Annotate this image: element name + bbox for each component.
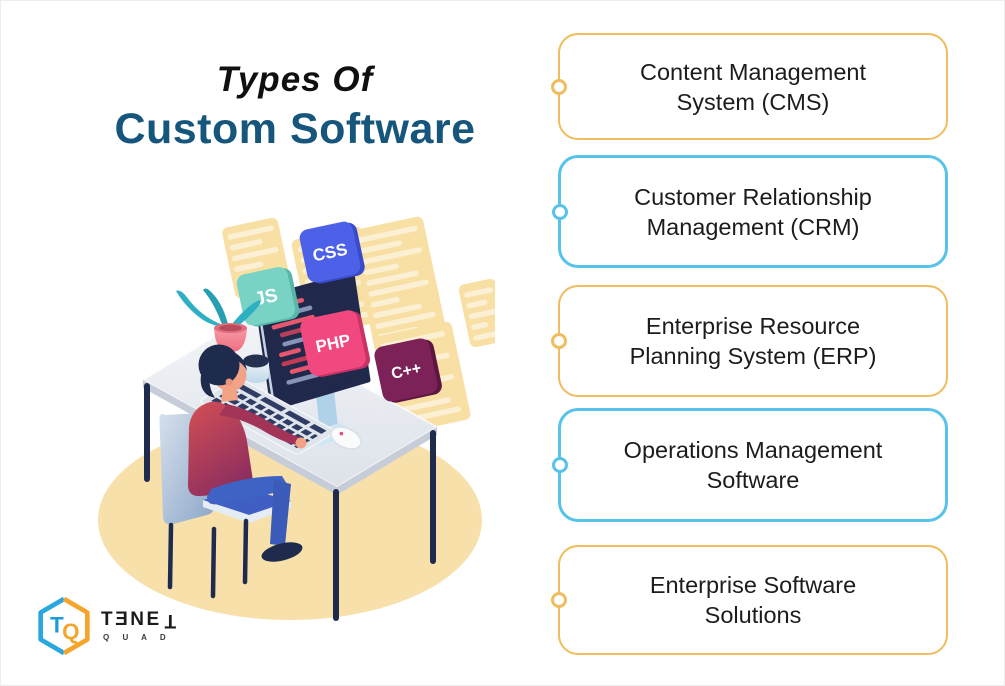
title-line-1: Types Of	[216, 60, 374, 99]
type-label-line: Planning System (ERP)	[629, 343, 877, 369]
badge-cpp-label: C++	[390, 360, 423, 383]
developer	[188, 344, 307, 562]
type-label-line: Solutions	[704, 602, 802, 628]
type-label-line: Operations Management	[623, 437, 883, 463]
tenet-quad-logo: T Q TƎNET Q U A D	[36, 596, 176, 656]
logo-wordmark: TƎNET Q U A D	[101, 609, 176, 643]
software-types-list: Content Management System (CMS) Customer…	[551, 0, 948, 686]
type-label-line: Enterprise Software	[649, 572, 857, 598]
connector-dot	[551, 592, 567, 608]
type-box-operations: Operations Management Software	[552, 408, 948, 522]
logo-hexagon-icon: T Q	[38, 596, 90, 656]
type-box-enterprise: Enterprise Software Solutions	[551, 545, 948, 655]
developer-illustration: JS CSS PHP C++	[98, 216, 495, 621]
title-line-2: Custom Software	[114, 105, 476, 153]
connector-dot	[552, 203, 568, 220]
type-label-line: Enterprise Resource	[645, 313, 861, 339]
plant	[176, 288, 261, 352]
svg-text:Q: Q	[62, 619, 79, 644]
type-label-line: Software	[706, 467, 800, 493]
svg-text:T: T	[50, 613, 64, 638]
badge-cpp: C++	[374, 338, 442, 403]
type-box-erp: Enterprise Resource Planning System (ERP…	[551, 285, 948, 397]
code-card	[458, 278, 495, 348]
badge-php: PHP	[300, 310, 371, 377]
type-label-line: System (CMS)	[676, 88, 830, 115]
type-box-cms: Content Management System (CMS)	[551, 33, 948, 140]
type-label-line: Content Management	[639, 58, 866, 85]
badge-css: CSS	[299, 221, 365, 284]
logo-sub: Q U A D	[103, 633, 172, 642]
connector-dot	[551, 333, 567, 349]
connector-dot	[551, 78, 567, 95]
coffee-mug	[243, 354, 269, 383]
type-label-line: Customer Relationship	[634, 183, 872, 210]
mouse	[330, 426, 362, 450]
page-title: Types Of Custom Software	[80, 60, 510, 154]
type-box-crm: Customer Relationship Management (CRM)	[552, 155, 948, 268]
type-label-line: Management (CRM)	[646, 213, 860, 240]
connector-dot	[552, 457, 568, 473]
logo-brand: TƎNET	[101, 609, 176, 632]
